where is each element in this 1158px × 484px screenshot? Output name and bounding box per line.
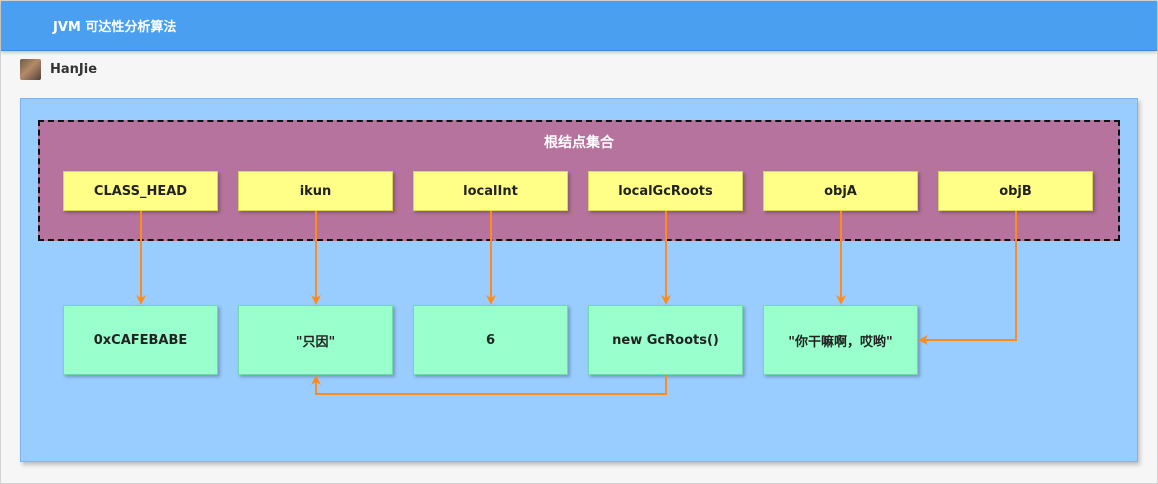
author-name: HanJie (50, 62, 98, 77)
edge-objb-to-string (918, 211, 1017, 345)
root-node-obja: objA (763, 171, 918, 211)
title-bar: JVM 可达性分析算法 (1, 1, 1157, 51)
page-title: JVM 可达性分析算法 (53, 20, 177, 35)
root-node-localgcroots: localGcRoots (588, 171, 743, 211)
root-set-label: 根结点集合 (544, 135, 614, 151)
value-node-string: "你干嘛啊，哎哟" (763, 305, 918, 375)
root-node-ikun: ikun (238, 171, 393, 211)
author-avatar (20, 59, 41, 80)
edge-new-gcroots-to-zhiyin (311, 375, 667, 395)
value-node-cafebabe: 0xCAFEBABE (63, 305, 218, 375)
root-node-localint: localInt (413, 171, 568, 211)
root-node-class-head: CLASS_HEAD (63, 171, 218, 211)
value-node-six: 6 (413, 305, 568, 375)
value-node-new-gcroots: new GcRoots() (588, 305, 743, 375)
value-node-zhiyin: "只因" (238, 305, 393, 375)
root-node-objb: objB (938, 171, 1093, 211)
